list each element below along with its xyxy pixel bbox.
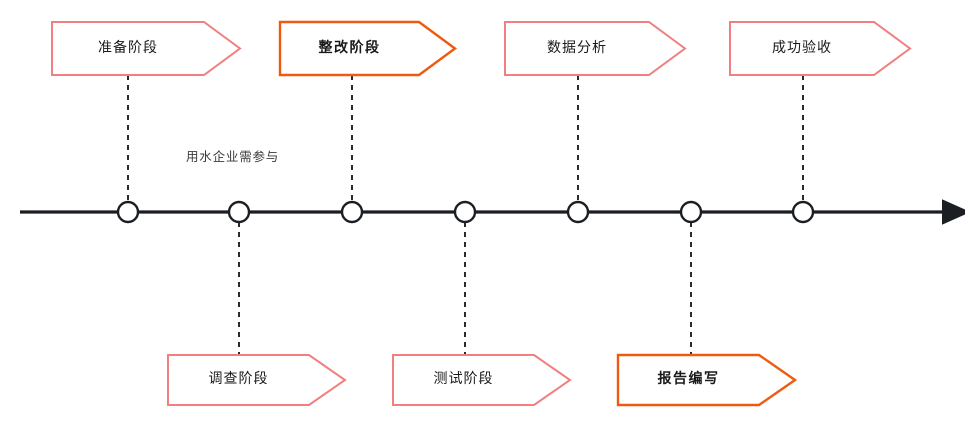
stage-shape-stage-survey[interactable] <box>167 354 347 406</box>
annotation-water-enterprise: 用水企业需参与 <box>186 149 280 164</box>
stage-shape-stage-report-writing[interactable] <box>616 353 798 407</box>
milestone-marker-6[interactable] <box>679 200 703 224</box>
stage-shape-stage-acceptance[interactable] <box>729 21 912 76</box>
connector-lines-group <box>127 75 804 355</box>
milestone-marker-5[interactable] <box>566 200 590 224</box>
stage-shapes-group <box>51 20 912 407</box>
stage-shape-stage-rectify[interactable] <box>278 20 458 77</box>
milestone-marker-7[interactable] <box>791 200 815 224</box>
milestone-marker-2[interactable] <box>227 200 251 224</box>
milestone-marker-4[interactable] <box>453 200 477 224</box>
milestone-markers-group <box>116 200 815 224</box>
stage-shape-stage-data-analysis[interactable] <box>504 21 687 76</box>
milestone-marker-1[interactable] <box>116 200 140 224</box>
stage-shape-stage-testing[interactable] <box>392 354 572 406</box>
milestone-marker-3[interactable] <box>340 200 364 224</box>
stage-shape-stage-prepare[interactable] <box>51 21 242 76</box>
